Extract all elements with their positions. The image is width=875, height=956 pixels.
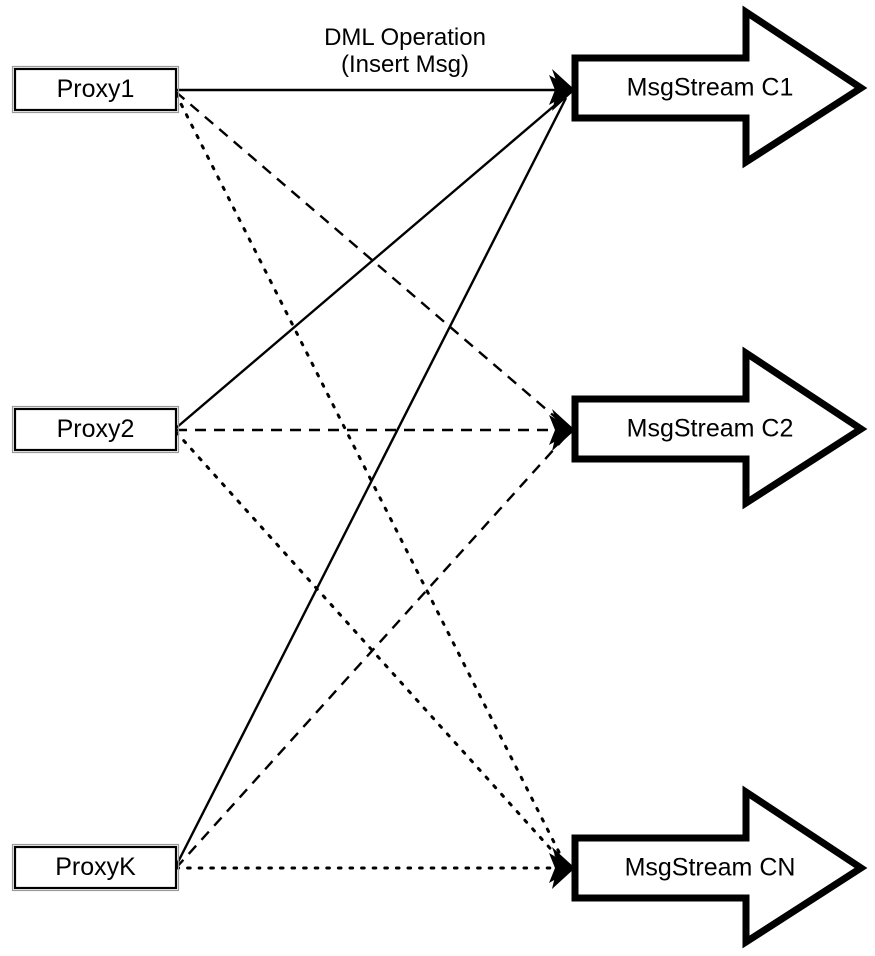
msgstream-arrow-shape [571,5,868,169]
proxy-label: ProxyK [55,853,136,881]
proxy-label: Proxy1 [57,75,135,103]
proxy-box-outline [11,65,180,114]
msgstream-nodes-group: MsgStream C1 MsgStream C2 MsgStream CN [571,5,868,949]
proxy-label: Proxy2 [57,415,135,443]
msgstream-node-msgstream_cn[interactable]: MsgStream CN [571,785,868,949]
proxy-box-rect [13,407,178,452]
arrowheads-group [549,69,575,889]
proxy-node-proxy2[interactable]: Proxy2 [11,405,180,454]
edge-label-line-1: DML Operation [324,24,486,51]
connection-lines-group [174,88,572,870]
link-proxy2-to-msgstream_c1 [175,93,569,429]
link-proxy2-to-msgstream_cn [174,430,568,868]
proxy-box-outline [11,843,180,892]
link-proxyK-to-msgstream_c1 [174,97,568,867]
dml-operation-label: DML Operation (Insert Msg) [324,24,486,78]
msgstream-label: MsgStream CN [625,854,796,882]
edge-label-line-2: (Insert Msg) [341,51,469,78]
link-proxy1-to-msgstream_c2 [175,91,569,429]
proxy-box-rect [13,845,178,890]
arrowhead-cn [549,847,575,889]
proxy-box-rect [13,67,178,112]
msgstream-arrow-shape [571,346,868,510]
proxy-node-proxy1[interactable]: Proxy1 [11,65,180,114]
link-proxyK-to-msgstream_c2 [175,435,567,869]
msgstream-node-msgstream_c2[interactable]: MsgStream C2 [571,346,868,510]
msgstream-node-msgstream_c1[interactable]: MsgStream C1 [571,5,868,169]
proxy-box-outline [11,405,180,454]
arrowhead-c1 [549,69,575,111]
msgstream-label: MsgStream C2 [627,415,794,443]
msgstream-label: MsgStream C1 [627,74,794,102]
proxy-node-proxyK[interactable]: ProxyK [11,843,180,892]
arrowhead-c2 [549,409,575,451]
msgstream-arrow-shape [571,785,868,949]
